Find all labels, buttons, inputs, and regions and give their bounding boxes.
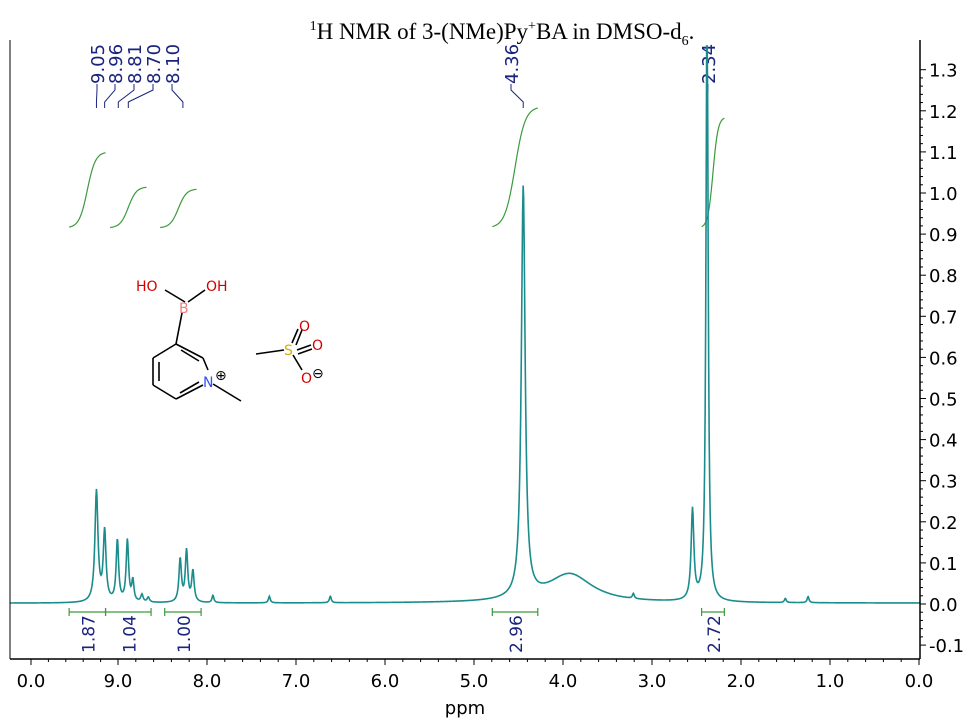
y-tick-label-6: 0.5: [929, 390, 958, 411]
y-tick-label-10: 0.9: [929, 225, 958, 246]
structure-label-o1: O: [299, 319, 310, 335]
integral-brackets: 1.87 1.04 1.00 2.96 2.72: [68, 608, 725, 653]
peak-leader-1: [104, 84, 116, 108]
integral-curve-3: [492, 107, 538, 228]
structure-label-oh: OH: [206, 279, 228, 295]
y-tick-label-3: 0.2: [929, 513, 958, 534]
title-part-1: H NMR of 3-(NMe)Py: [317, 19, 529, 44]
y-tick-label-11: 1.0: [929, 184, 958, 205]
y-tick-label-4: 0.3: [929, 472, 958, 493]
integral-curve-2: [160, 188, 197, 229]
x-tick-label-6: 4.0: [549, 671, 578, 692]
structure-label-o3-charge: ⊖: [312, 366, 324, 382]
x-tick-label-2: 8.0: [193, 671, 222, 692]
y-tick-label-9: 0.8: [929, 266, 958, 287]
chart-title: 1H NMR of 3-(NMe)Py+BA in DMSO-d6.: [310, 19, 695, 49]
y-axis-ticks: -0.1 0.0 0.1 0.2 0.3 0.4 0.5 0.6 0.7 0.8 0.9 1.0 1.1…: [920, 61, 964, 657]
y-tick-label-13: 1.2: [929, 102, 958, 123]
peak-labels: 9.058.968.818.708.10 4.36 2.34: [88, 44, 720, 108]
x-axis-ticks: 0.0 9.0 8.0 7.0 6.0 5.0 4.0 3.0 2.0 1.0 0.0: [17, 659, 934, 692]
structure-label-ho: HO: [136, 279, 158, 295]
peak-label-6: 2.34: [699, 44, 720, 84]
structure-label-o2: O: [312, 338, 323, 354]
peak-label-4: 8.10: [163, 44, 184, 84]
structure-background: [130, 270, 336, 418]
x-tick-label-1: 9.0: [104, 671, 133, 692]
title-subscript: 6: [682, 34, 689, 49]
structure-label-s: S: [284, 343, 293, 359]
integral-value-2: 1.00: [175, 615, 195, 653]
integral-value-4: 2.72: [705, 615, 725, 653]
integral-value-0: 1.87: [79, 615, 99, 653]
peak-leader-2: [117, 84, 135, 108]
integral-curve-0: [69, 152, 106, 228]
x-tick-label-9: 1.0: [816, 671, 845, 692]
peak-label-3: 8.70: [144, 44, 165, 84]
x-tick-label-5: 5.0: [460, 671, 489, 692]
integral-value-1: 1.04: [120, 615, 140, 653]
chemical-structure: HO OH B N ⊕ S O O O ⊖: [130, 270, 336, 418]
x-tick-label-4: 6.0: [371, 671, 400, 692]
peak-label-2: 8.81: [125, 44, 146, 84]
y-tick-label-7: 0.6: [929, 348, 958, 369]
x-tick-label-8: 2.0: [727, 671, 756, 692]
peak-label-1: 8.96: [106, 44, 127, 84]
title-part-3: .: [689, 19, 695, 44]
structure-label-n-charge: ⊕: [215, 368, 227, 384]
y-tick-label-14: 1.3: [929, 61, 958, 82]
y-tick-label-0: -0.1: [929, 636, 964, 657]
spectrum-line: [9, 45, 920, 604]
y-tick-label-5: 0.4: [929, 431, 958, 452]
peak-label-5: 4.36: [502, 44, 523, 84]
peak-leader-0: [95, 84, 98, 108]
peak-leader-3: [127, 84, 154, 108]
x-tick-label-7: 3.0: [638, 671, 667, 692]
y-tick-label-12: 1.1: [929, 143, 958, 164]
x-axis-label: ppm: [445, 698, 485, 719]
title-superscript-2: +: [528, 19, 536, 34]
integral-curve-1: [110, 186, 147, 229]
peak-label-0: 9.05: [88, 44, 109, 84]
peak-leader-4: [171, 84, 184, 108]
title-superscript-1: 1: [310, 19, 317, 34]
structure-label-b: B: [179, 301, 189, 317]
peak-leader-5: [510, 84, 524, 108]
x-tick-label-10: 0.0: [905, 671, 934, 692]
integral-curves: [69, 107, 725, 229]
x-tick-label-3: 7.0: [282, 671, 311, 692]
title-part-2: BA in DMSO-d: [536, 19, 682, 44]
integral-curve-4: [701, 117, 725, 228]
y-tick-label-1: 0.0: [929, 595, 958, 616]
structure-label-n: N: [203, 375, 213, 391]
structure-bonds: [152, 289, 313, 402]
integral-value-3: 2.96: [507, 615, 527, 653]
y-tick-label-2: 0.1: [929, 554, 958, 575]
y-tick-label-8: 0.7: [929, 307, 958, 328]
structure-label-o3: O: [301, 371, 312, 387]
x-tick-label-0: 0.0: [17, 671, 46, 692]
